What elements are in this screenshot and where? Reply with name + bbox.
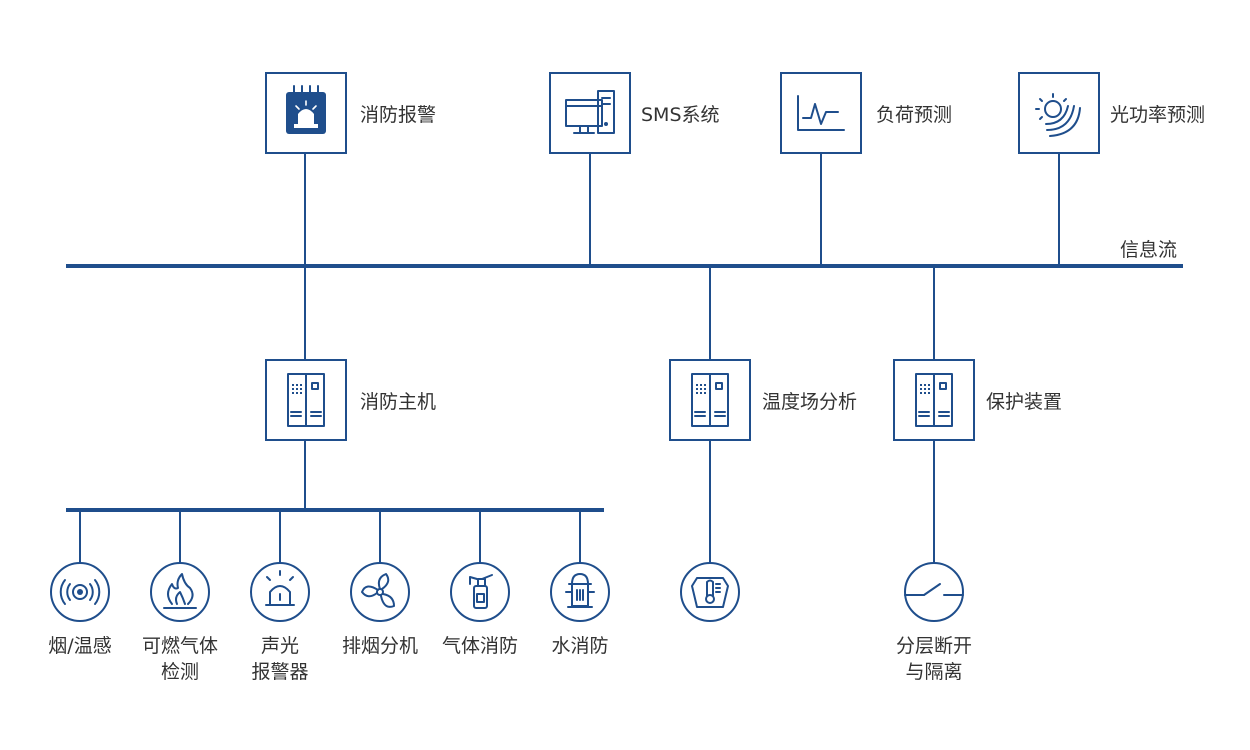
device-water-fire: 水消防 <box>550 562 610 657</box>
device-water-fire-label-1: 水消防 <box>551 635 608 657</box>
siren-icon <box>286 85 326 134</box>
node-protection: 保护装置 <box>893 359 1062 441</box>
device-exhaust: 排烟分机 <box>342 562 418 657</box>
node-fire-host: 消防主机 <box>265 359 436 441</box>
device-sound-light: 声光 报警器 <box>250 562 310 683</box>
cabinet-icon <box>691 373 729 427</box>
node-protection-label: 保护装置 <box>986 391 1062 413</box>
node-load-forecast-label: 负荷预测 <box>876 104 952 126</box>
node-load-forecast: 负荷预测 <box>780 72 952 154</box>
device-smoke: 烟/温感 <box>48 562 112 657</box>
node-fire-alarm: 消防报警 <box>265 72 436 154</box>
node-temp-analysis-label: 温度场分析 <box>762 391 857 413</box>
node-sms: SMS系统 <box>549 72 720 154</box>
device-sound-light-label-2: 报警器 <box>251 661 308 683</box>
device-gas-fire: 气体消防 <box>442 562 518 657</box>
computer-icon <box>565 90 615 134</box>
node-temp-analysis: 温度场分析 <box>669 359 857 441</box>
device-gas-detect: 可燃气体 检测 <box>142 562 218 683</box>
line-chart-icon <box>797 95 845 131</box>
node-fire-host-label: 消防主机 <box>360 391 436 413</box>
device-smoke-label-1: 烟/温感 <box>48 635 111 657</box>
node-pv-forecast: 光功率预测 <box>1018 72 1205 154</box>
device-gas-detect-label-2: 检测 <box>161 661 199 683</box>
node-sms-label: SMS系统 <box>641 104 720 126</box>
device-gas-detect-label-1: 可燃气体 <box>142 635 218 657</box>
device-gas-fire-label-1: 气体消防 <box>442 635 518 657</box>
device-exhaust-label-1: 排烟分机 <box>342 635 418 657</box>
device-sound-light-label-1: 声光 <box>261 635 299 657</box>
device-isolation-label-1: 分层断开 <box>896 635 972 657</box>
device-isolation: 分层断开 与隔离 <box>896 562 972 683</box>
sun-icon <box>1035 93 1081 137</box>
node-fire-alarm-label: 消防报警 <box>360 104 436 126</box>
switch-icon <box>904 583 964 596</box>
cabinet-icon <box>915 373 953 427</box>
hydrant-icon <box>565 573 595 608</box>
thermometer-icon <box>691 577 729 608</box>
node-pv-forecast-label: 光功率预测 <box>1110 104 1205 126</box>
connectors <box>79 152 1060 563</box>
device-thermometer <box>680 562 740 622</box>
extinguisher-icon <box>469 574 493 609</box>
flame-icon <box>163 573 197 609</box>
fan-icon <box>361 573 395 608</box>
alarm-light-icon <box>265 570 295 606</box>
device-isolation-label-2: 与隔离 <box>905 661 962 683</box>
cabinet-icon <box>287 373 325 427</box>
smoke-sensor-icon <box>59 579 101 605</box>
info-flow-label: 信息流 <box>1120 239 1177 261</box>
